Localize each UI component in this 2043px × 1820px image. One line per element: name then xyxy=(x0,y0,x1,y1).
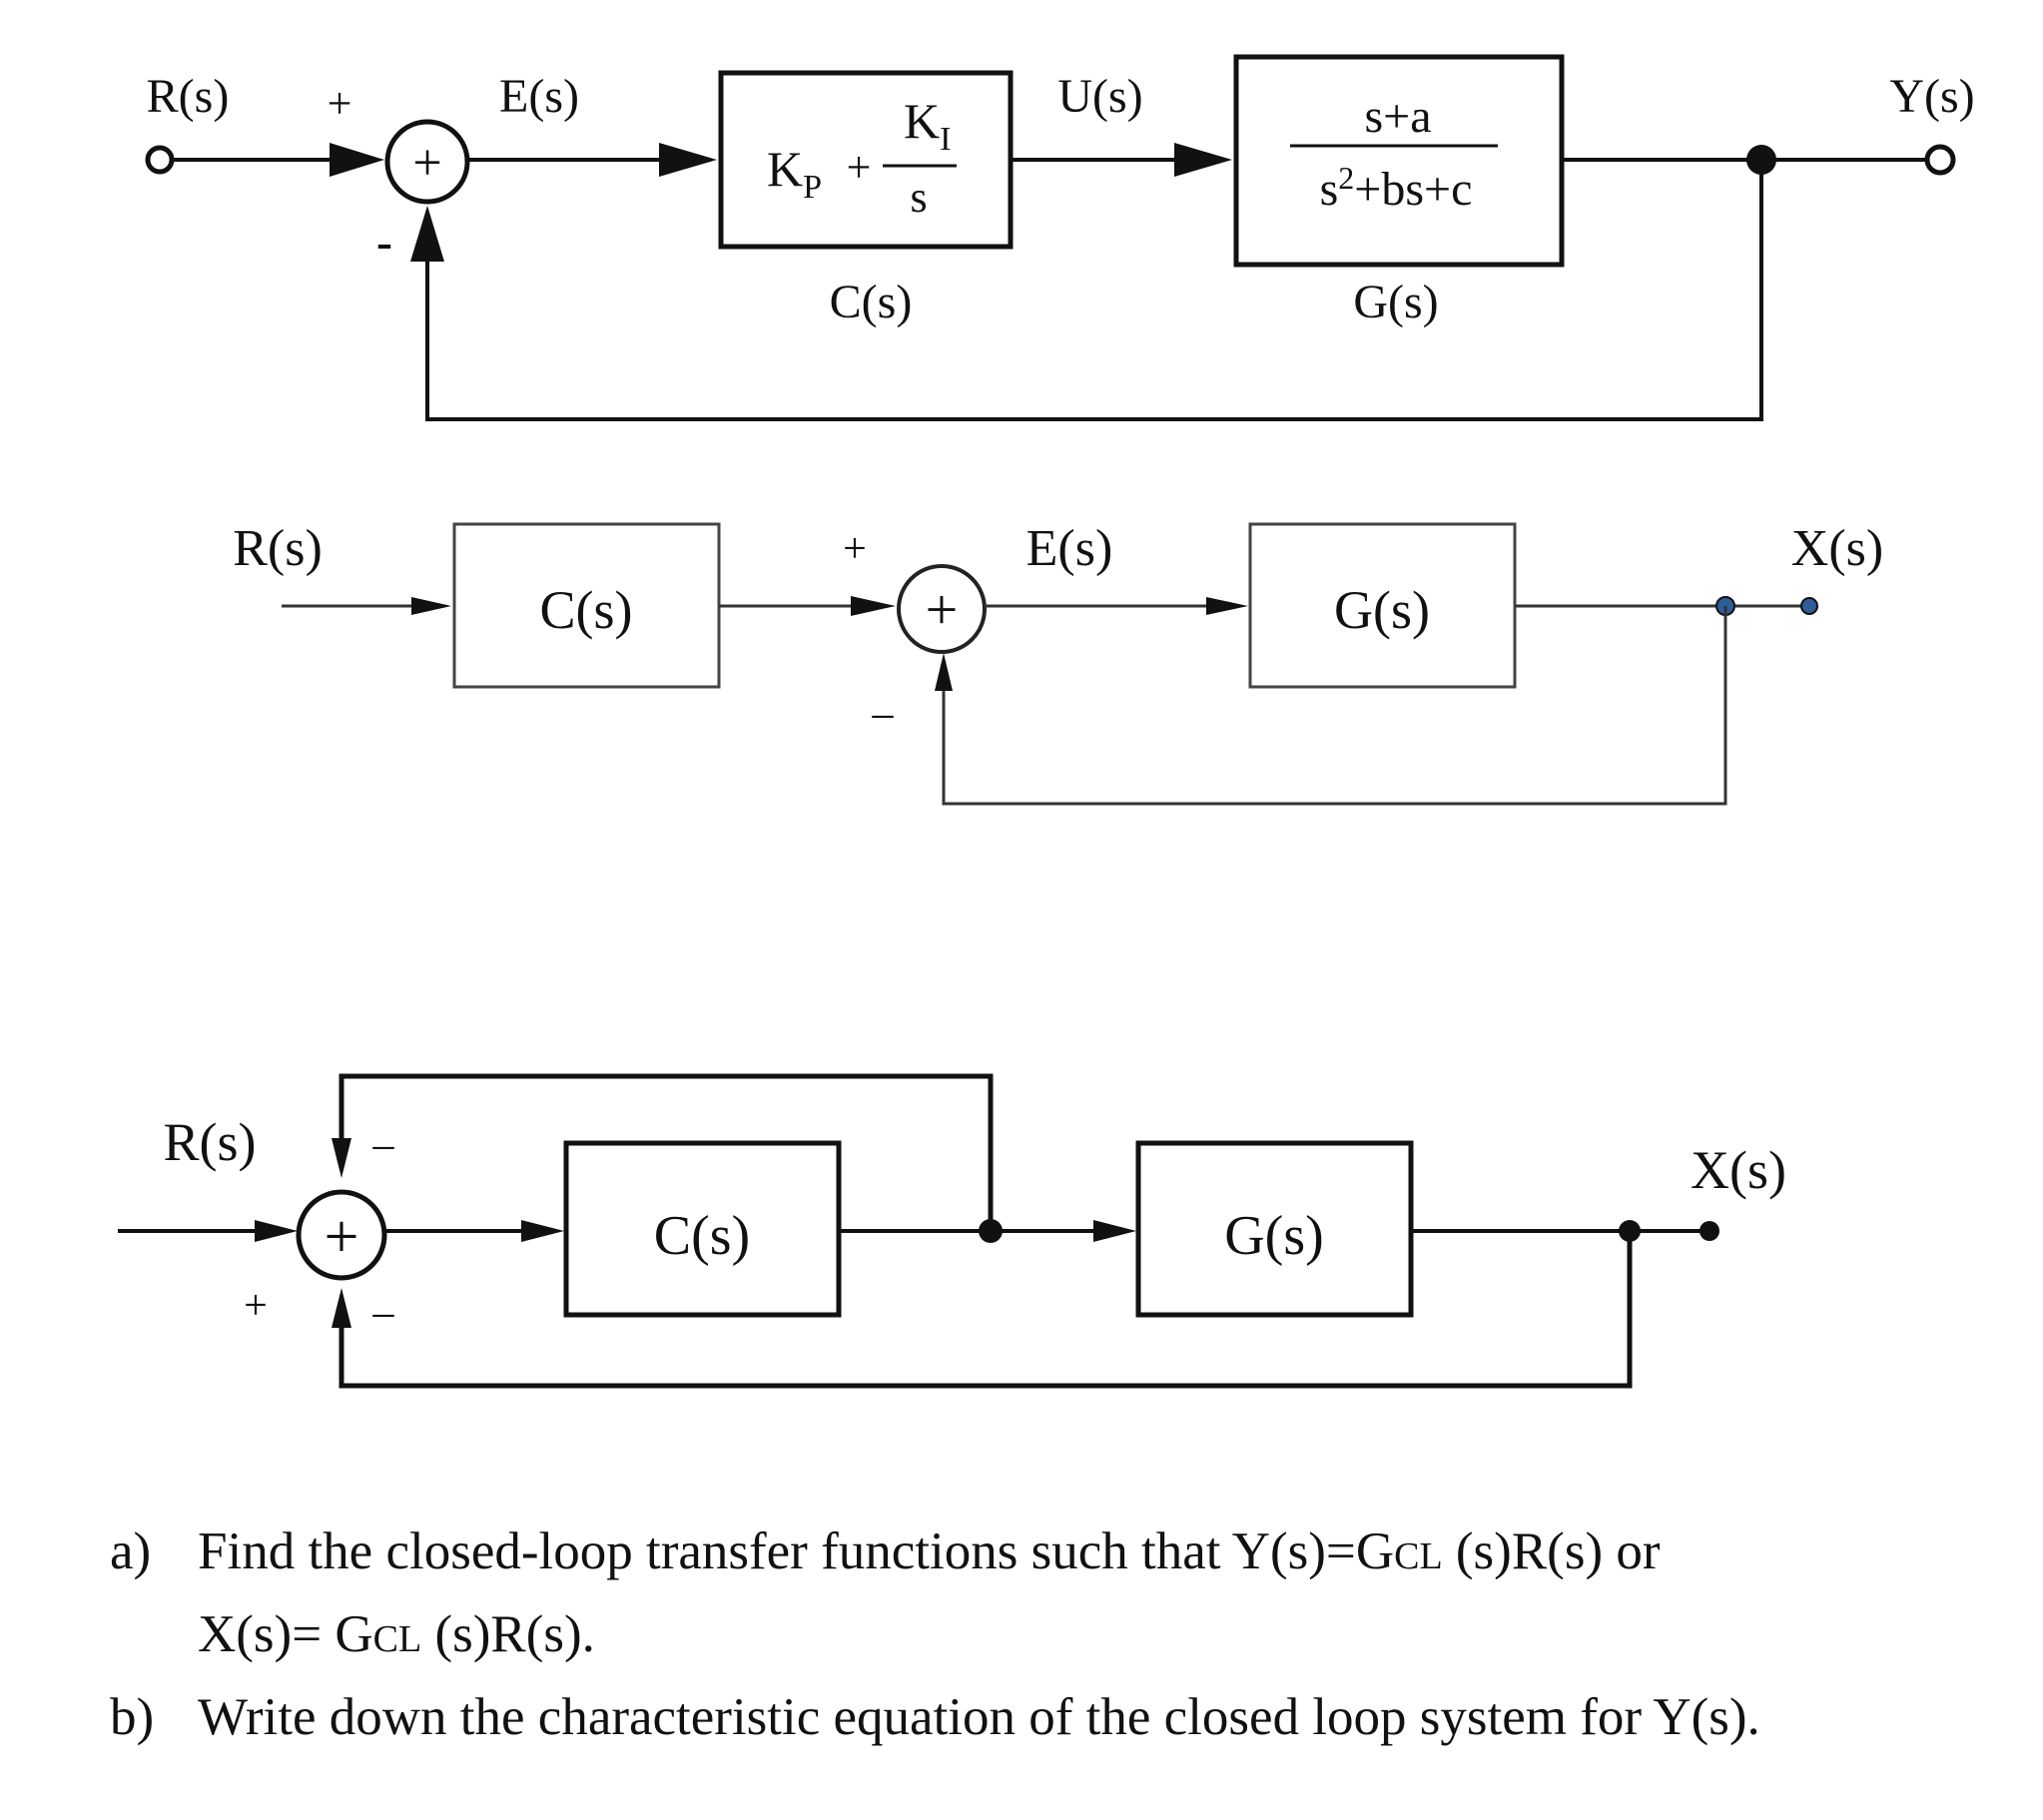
sign-plus: + xyxy=(843,526,867,572)
label-output: Y(s) xyxy=(1889,70,1974,123)
label-output: X(s) xyxy=(1691,1140,1786,1200)
arrow-inner-feedback xyxy=(332,1138,351,1178)
label-control: U(s) xyxy=(1057,70,1142,123)
plant-name: G(s) xyxy=(1353,276,1438,328)
arrow-into-controller xyxy=(659,143,717,177)
arrow-into-controller xyxy=(411,597,451,615)
question-a-marker: a) xyxy=(110,1522,152,1580)
arrow-into-controller xyxy=(521,1220,564,1242)
question-a-line2-pre: X(s)= G xyxy=(198,1605,373,1663)
sign-plus: + xyxy=(244,1283,268,1329)
arrow-into-sum xyxy=(255,1220,298,1242)
question-a-subscript: CL xyxy=(1394,1535,1443,1577)
controller-plus: + xyxy=(847,143,872,192)
label-input: R(s) xyxy=(164,1112,257,1172)
inner-feedback-path xyxy=(339,1073,994,1231)
arrow-feedback xyxy=(410,206,444,262)
plant-block xyxy=(1248,522,1517,689)
label-error: E(s) xyxy=(1026,520,1113,577)
question-b-marker: b) xyxy=(110,1688,155,1746)
output-terminal xyxy=(1924,144,1956,176)
diagram-1: + + - KP + KI s C(s) s+a s2+bs+c G(s) R(… xyxy=(145,54,1975,421)
label-error: E(s) xyxy=(499,70,579,123)
sign-plus: + xyxy=(328,79,352,128)
label-input: R(s) xyxy=(233,520,323,577)
summing-junction xyxy=(897,564,987,654)
feedback-path xyxy=(942,606,1727,806)
summing-junction xyxy=(296,1189,387,1281)
kp-term: KP xyxy=(767,141,822,206)
question-a-line1-pre: Find the closed-loop transfer functions … xyxy=(198,1522,1395,1580)
question-a: a) Find the closed-loop transfer functio… xyxy=(110,1513,2007,1678)
plant-name: G(s) xyxy=(1334,580,1430,640)
ki-numerator: KI xyxy=(904,93,951,158)
controller-name: C(s) xyxy=(830,276,913,328)
sum-symbol: + xyxy=(926,577,959,642)
input-terminal xyxy=(145,145,175,175)
arrow-feedback xyxy=(935,653,953,691)
plant-numerator: s+a xyxy=(1364,90,1431,143)
arrow-into-sum xyxy=(330,143,384,177)
sign-minus-top: – xyxy=(372,1122,395,1168)
outer-feedback-path xyxy=(339,1231,1633,1389)
output-terminal xyxy=(1700,1221,1719,1241)
diagram-3: + + – – C(s) G(s) R(s) X(s) xyxy=(118,1073,1786,1389)
label-output: X(s) xyxy=(1791,520,1883,577)
question-a-line1-post: (s)R(s) or xyxy=(1442,1522,1661,1580)
diagram-2: C(s) + + – G(s) R(s) E(s) X(s) xyxy=(233,520,1883,806)
controller-block xyxy=(563,1140,842,1318)
plant-denominator: s2+bs+c xyxy=(1320,160,1473,216)
question-b: b) Write down the characteristic equatio… xyxy=(110,1678,2007,1756)
ki-denominator: s xyxy=(910,173,927,222)
controller-block xyxy=(718,70,1014,250)
questions: a) Find the closed-loop transfer functio… xyxy=(110,1513,2007,1756)
arrow-into-sum xyxy=(851,596,896,616)
question-a-line2-post: (s)R(s). xyxy=(421,1605,595,1663)
arrow-into-plant xyxy=(1174,143,1232,177)
sign-minus-bottom: – xyxy=(372,1290,395,1336)
arrow-into-plant xyxy=(1093,1220,1136,1242)
plant-block xyxy=(1233,54,1565,268)
controller-name: C(s) xyxy=(540,580,633,640)
arrow-outer-feedback xyxy=(332,1288,351,1328)
question-a-subscript-2: CL xyxy=(372,1618,422,1660)
sum-symbol: + xyxy=(325,1203,359,1271)
controller-name: C(s) xyxy=(654,1205,750,1267)
output-terminal xyxy=(1800,597,1818,615)
arrow-into-plant xyxy=(1206,597,1248,615)
label-input: R(s) xyxy=(147,70,230,123)
sign-minus: - xyxy=(376,216,392,269)
plant-name: G(s) xyxy=(1224,1205,1324,1267)
plant-block xyxy=(1135,1140,1414,1318)
feedback-path xyxy=(425,160,1763,421)
question-b-text: Write down the characteristic equation o… xyxy=(198,1688,1760,1746)
sum-symbol: + xyxy=(412,135,441,192)
sign-minus: – xyxy=(872,691,895,737)
